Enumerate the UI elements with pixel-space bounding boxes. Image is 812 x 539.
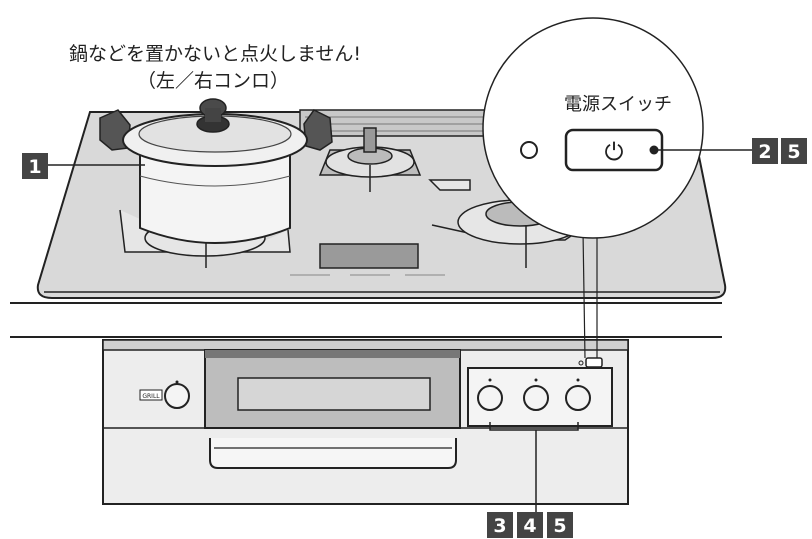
- grill-handle[interactable]: [209, 438, 457, 469]
- callout-5a-badge: [781, 138, 807, 164]
- pot: [99, 98, 333, 244]
- callout-4-badge: [517, 512, 543, 538]
- stove-front: GRILL: [102, 339, 629, 505]
- power-switch-zoom: 電源スイッチ ⏻: [482, 17, 704, 239]
- grill-knob[interactable]: [164, 383, 190, 409]
- rear-burner: [318, 127, 422, 192]
- callout-5b-number: 5: [553, 515, 566, 537]
- caption-line1: 鍋などを置かないと点火しません!: [69, 43, 361, 65]
- pot-handle-right: [303, 109, 333, 151]
- zoom-leader-left: [582, 230, 586, 359]
- callout-2-number: 2: [758, 141, 771, 163]
- grill-label-plate: [139, 389, 163, 401]
- callout-2-badge: [752, 138, 778, 164]
- center-panel: [319, 243, 419, 269]
- callout-345-bracket: [489, 422, 579, 431]
- left-burner-knob[interactable]: [477, 385, 503, 411]
- callout-1-number: 1: [28, 156, 41, 178]
- caption-line2: （左／右コンロ）: [137, 70, 289, 92]
- grill-knob-label: GRILL: [142, 393, 160, 400]
- callout-3-badge: [487, 512, 513, 538]
- callout-1-badge: [22, 153, 48, 179]
- callout-5b-badge: [547, 512, 573, 538]
- rear-burner-knob[interactable]: [523, 385, 549, 411]
- indicator-lamp: [520, 141, 538, 159]
- callout-3-number: 3: [493, 515, 506, 537]
- small-indicator-lamp: [578, 360, 584, 366]
- callout-5a-number: 5: [787, 141, 800, 163]
- small-power-switch[interactable]: [585, 357, 603, 368]
- grill-window: [237, 377, 431, 411]
- callout-4-number: 4: [523, 515, 536, 537]
- right-burner-knob[interactable]: [565, 385, 591, 411]
- zoom-title: 電源スイッチ: [564, 94, 672, 115]
- power-icon: ⏻: [605, 138, 624, 166]
